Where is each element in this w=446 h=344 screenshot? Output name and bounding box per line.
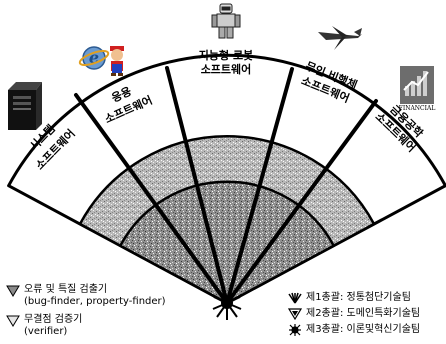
legend-bug-finder-sub: (bug-finder, property-finder): [24, 296, 166, 307]
sector-label-robot-l2: 소프트웨어: [201, 62, 252, 76]
server-tower-icon: [8, 82, 42, 130]
legend-item-team-1: 제1총괄: 정통첨단기술팀: [288, 292, 420, 304]
divider-2: [165, 66, 229, 305]
legend-verifier-title: 무결점 검증기: [24, 314, 83, 325]
divider-4: [225, 99, 378, 305]
dark-triangle-icon: [6, 285, 20, 297]
drone-icon: [318, 26, 362, 50]
legend-item-verifier: 무결점 검증기 (verifier): [6, 314, 166, 338]
financial-chart-icon: FINANCIAL: [399, 66, 436, 112]
svg-text:e: e: [89, 48, 99, 67]
app-ie-mario-icon: e: [78, 46, 124, 76]
financial-icon-text: FINANCIAL: [399, 105, 436, 112]
legend-team-1-label: 제1총괄: 정통첨단기술팀: [306, 292, 411, 303]
burst-one-icon: [288, 292, 302, 304]
light-triangle-icon: [6, 315, 20, 327]
burst-three-icon: [289, 324, 301, 336]
center-burst-icon: [212, 296, 242, 320]
legend-item-team-2: 제2총괄: 도메인특화기술팀: [288, 308, 420, 320]
legend-item-team-3: 제3총괄: 이론및혁신기술팀: [288, 324, 420, 336]
legend-team-3-label: 제3총괄: 이론및혁신기술팀: [306, 324, 421, 335]
robot-icon: [211, 3, 241, 39]
inner-ring: [118, 180, 336, 305]
legend-team-2-label: 제2총괄: 도메인특화기술팀: [306, 308, 421, 319]
divider-1: [74, 93, 229, 305]
legend-teams: 제1총괄: 정통첨단기술팀 제2총괄: 도메인특화기술팀 제3총괄: 이론및혁신…: [288, 292, 420, 340]
divider-3: [225, 67, 294, 305]
legend-item-bug-finder: 오류 및 특질 검출기 (bug-finder, property-finder…: [6, 284, 166, 308]
legend-verifier-sub: (verifier): [24, 326, 68, 337]
legend-bug-finder-title: 오류 및 특질 검출기: [24, 284, 108, 295]
sector-dividers: [74, 66, 378, 305]
burst-two-icon: [288, 308, 302, 320]
legend-checkers: 오류 및 특질 검출기 (bug-finder, property-finder…: [6, 284, 166, 344]
sector-label-robot-l1: 지능형 로봇: [199, 48, 253, 62]
